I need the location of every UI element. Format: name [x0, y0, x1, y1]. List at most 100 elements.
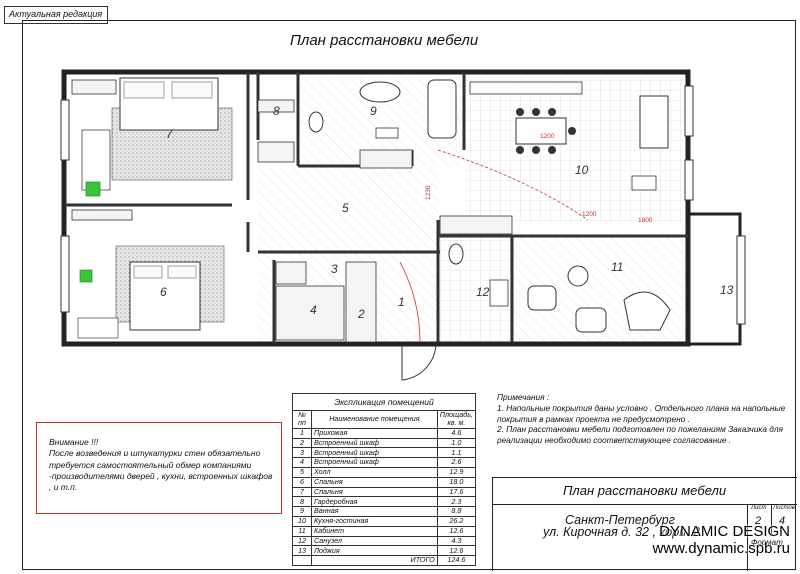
cell-n: 6: [292, 476, 312, 488]
bench-6: [77, 317, 119, 339]
drawing-frame: [22, 20, 796, 570]
cell-name: Спальня: [311, 486, 438, 498]
total-value: 124.6: [436, 555, 477, 566]
cell-area: 12.9: [436, 467, 477, 478]
notes-heading: Примечания :: [497, 392, 550, 402]
room-label: 8: [273, 104, 280, 118]
title-block-city: Санкт-Петербург: [565, 513, 675, 527]
sheet-number: 2: [755, 515, 762, 527]
cell-n: 10: [292, 515, 312, 527]
cell-area: 17.6: [436, 486, 477, 498]
dim-label: 1200: [540, 133, 555, 140]
cell-name: Кабинет: [311, 525, 438, 537]
armchair-2: [575, 307, 607, 333]
title-block-drawing: План расстановки мебели: [563, 483, 727, 498]
room-label: 5: [342, 201, 349, 215]
cell-area: 4.6: [436, 427, 477, 439]
room-label: 10: [575, 163, 589, 177]
cell-n: 8: [292, 496, 312, 508]
cell-area: 1.0: [436, 437, 477, 449]
entrance-door: [401, 343, 437, 381]
cell-n: 4: [292, 457, 312, 468]
cell-area: 18.0: [436, 476, 477, 488]
cell-name: Прихожая: [311, 427, 438, 439]
sheets-count: 4: [779, 515, 786, 527]
room-numbers: 1 2 3 4 5 6 7 8 9 10 11 12 13: [160, 104, 734, 321]
cell-area: 12.6: [436, 525, 477, 537]
explication-caption: Экспликация помещений: [292, 393, 476, 411]
cell-name: Встроенный шкаф: [311, 447, 438, 459]
cell-area: 26.2: [436, 515, 477, 527]
cell-n: 13: [292, 545, 312, 557]
room-label: 1: [398, 295, 405, 309]
cell-area: 1.1: [436, 447, 477, 459]
room-label: 3: [331, 262, 338, 276]
cell-area: 12.6: [436, 545, 477, 557]
cell-n: 3: [292, 447, 312, 459]
sheet-label: Лист: [751, 505, 767, 511]
room-label: 4: [310, 303, 317, 317]
room-label: 6: [160, 285, 167, 299]
cell-area: 2.6: [436, 457, 477, 468]
revision-stamp: Актуальная редакция: [4, 6, 108, 24]
sofa: [639, 95, 669, 149]
col-no: № пп: [292, 410, 312, 429]
brand-watermark: DYNAMIC DESIGN www.dynamic.spb.ru: [652, 523, 790, 557]
dim-label: 1800: [638, 217, 653, 224]
cell-area: 2.3: [436, 496, 477, 508]
note-item: 1. Напольные покрытия даны условно . Отд…: [497, 402, 786, 424]
format-label: Формат: [751, 538, 783, 547]
cell-area: 8.8: [436, 506, 477, 517]
study-desk: [623, 291, 671, 331]
cell-n: 5: [292, 467, 312, 478]
desk-7: [81, 129, 111, 191]
page-title: План расстановки мебели: [290, 32, 479, 49]
bath-sink: [359, 81, 401, 103]
cell-n: 9: [292, 506, 312, 517]
cell-name: Санузел: [311, 535, 438, 547]
room-label: 13: [720, 283, 734, 297]
kitchen-counter: [469, 81, 583, 95]
armchair-1: [527, 285, 557, 311]
sheets-label: Листов: [773, 505, 795, 511]
toilet-12: [448, 243, 464, 265]
explication-table: Экспликация помещений № пп Наименование …: [292, 393, 477, 566]
windows: [60, 85, 746, 325]
cell-name: Холл: [311, 467, 438, 478]
plant-6: [79, 269, 93, 283]
warning-heading: Внимание !!!: [49, 437, 99, 447]
col-name: Наименование помещения: [311, 410, 438, 429]
total-label: ИТОГО: [311, 555, 438, 566]
room-label: 12: [476, 285, 490, 299]
toilet-9: [308, 111, 324, 133]
cell-name: Лоджия: [311, 545, 438, 557]
warning-box: Внимание !!! После возведения и штукатур…: [36, 422, 282, 514]
title-block-address: ул. Кирочная д. 32 , корп. 2: [543, 525, 700, 539]
room-label: 2: [357, 307, 365, 321]
cell-n: 2: [292, 437, 312, 449]
cell-name: Ванная: [311, 506, 438, 517]
cell-n: 1: [292, 427, 312, 439]
cell-name: Встроенный шкаф: [311, 437, 438, 449]
wardrobes: [71, 79, 513, 343]
brand-url: www.dynamic.spb.ru: [652, 539, 790, 557]
room-label: 7: [166, 127, 174, 141]
cell-name: Гардеробная: [311, 496, 438, 508]
chairs: [516, 108, 576, 154]
cell-name: Встроенный шкаф: [311, 457, 438, 468]
cell-n: 7: [292, 486, 312, 498]
title-block: План расстановки мебели Санкт-Петербург …: [492, 477, 797, 571]
